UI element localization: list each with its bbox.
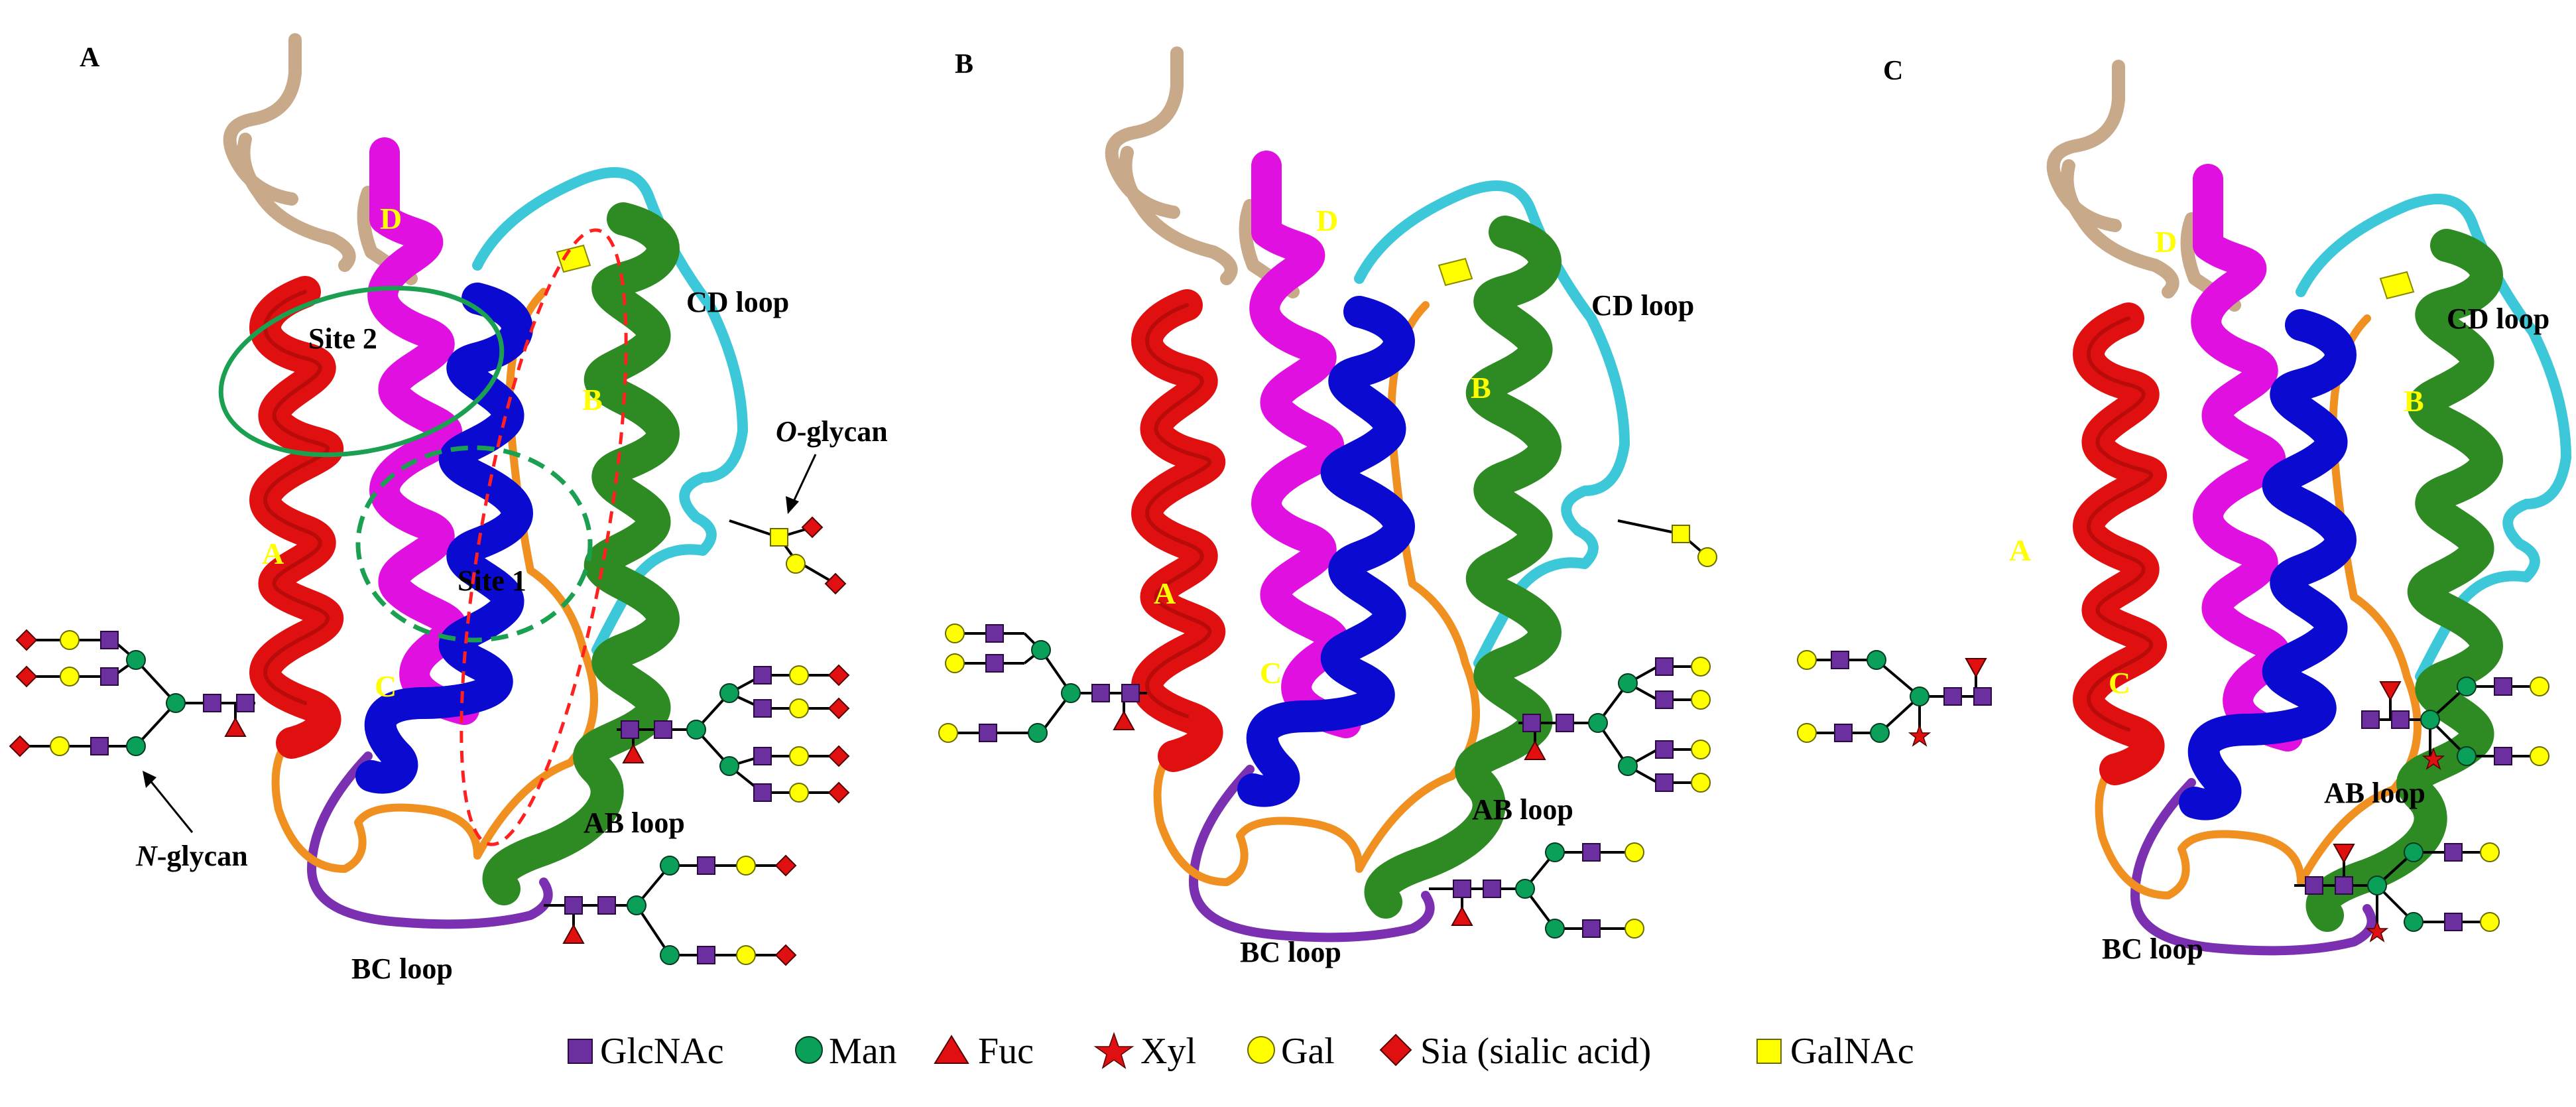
svg-text:Sia (sialic acid): Sia (sialic acid) [1420,1031,1651,1072]
ab-loop-label: AB loop [2324,777,2425,809]
n-glycan-a-ab [617,665,849,803]
svg-text:Man: Man [829,1031,897,1072]
helix-label-d: D [2155,225,2177,259]
svg-text:GalNAc: GalNAc [1790,1031,1914,1072]
cd-loop-label: CD loop [2447,302,2549,335]
panel-label-b: B [955,49,973,80]
site-1-label: Site 1 [458,564,526,597]
legend-item-xyl: Xyl [1093,1031,1196,1072]
legend-item-fuc: Fuc [934,1031,1034,1072]
helix-label-a: A [2009,533,2031,567]
gal-icon [1247,1036,1275,1064]
galnac-icon [1756,1039,1782,1064]
n-glycan-c-left [1797,650,1992,746]
legend-item-glcnac: GlcNAc [568,1031,724,1072]
legend-item-sia: Sia (sialic acid) [1379,1031,1651,1072]
svg-text:Xyl: Xyl [1140,1031,1196,1072]
bc-loop-label: BC loop [2102,933,2203,965]
helix-label-c: C [2109,666,2130,700]
n-glycan-b-bc [1429,842,1644,939]
glcnac-icon [568,1039,593,1064]
n-glycan-c-ab [2361,677,2549,769]
legend-item-gal: Gal [1247,1031,1335,1072]
legend-item-man: Man [795,1031,897,1072]
bc-loop-label: BC loop [351,952,453,985]
cd-loop-label: CD loop [1591,289,1694,322]
panel-b: B D B A C CD loop AB loop BC loop [938,49,1717,968]
bc-loop-label: BC loop [1240,936,1341,968]
o-glycan-b [1617,519,1717,567]
helix-label-c: C [375,669,397,703]
n-glycan-b-left [938,623,1147,743]
ab-loop-label: AB loop [1472,793,1573,826]
n-glycan-b-ab [1518,657,1711,793]
svg-text:Fuc: Fuc [978,1031,1034,1072]
n-glycan-arrow [148,779,194,833]
helix-label-b: B [1471,371,1491,405]
helix-label-c: C [1260,656,1282,690]
helix-label-a: A [1154,576,1176,610]
helix-label-d: D [380,202,402,235]
panel-label-a: A [80,42,100,73]
o-glycan-arrow [791,454,817,505]
man-icon [795,1036,823,1064]
cd-loop-label: CD loop [686,286,789,318]
panel-a: A D B A C Site 2 Site 1 CD loop AB loop … [9,40,888,985]
panel-c: C D B A C CD loop AB loop BC loop [1797,56,2566,965]
o-glycan-a [729,517,846,594]
fuc-icon [934,1035,969,1064]
helix-label-b: B [582,383,603,417]
sia-icon [1379,1033,1412,1067]
legend: GlcNAc Man Fuc Xyl Gal Sia (sialic acid)… [568,1031,1914,1072]
svg-text:Gal: Gal [1281,1031,1335,1072]
legend-item-galnac: GalNAc [1756,1031,1914,1072]
dashed-region [460,228,628,846]
svg-text:GlcNAc: GlcNAc [600,1031,724,1072]
n-glycan-a-left [9,629,255,757]
ab-loop-label: AB loop [583,807,685,839]
site-2-outline [218,285,505,458]
site-2-label: Site 2 [308,322,377,355]
n-glycan-c-bc [2294,842,2500,942]
helix-label-d: D [1316,204,1338,237]
n-glycan-a-bc [544,855,796,966]
site-1-outline [355,445,593,643]
n-glycan-label: N-glycan [135,840,248,872]
helix-label-b: B [2404,384,2424,418]
o-glycan-label: O-glycan [776,415,888,448]
panel-label-c: C [1883,56,1903,86]
xyl-icon [1093,1031,1135,1069]
helix-label-a: A [262,537,284,570]
